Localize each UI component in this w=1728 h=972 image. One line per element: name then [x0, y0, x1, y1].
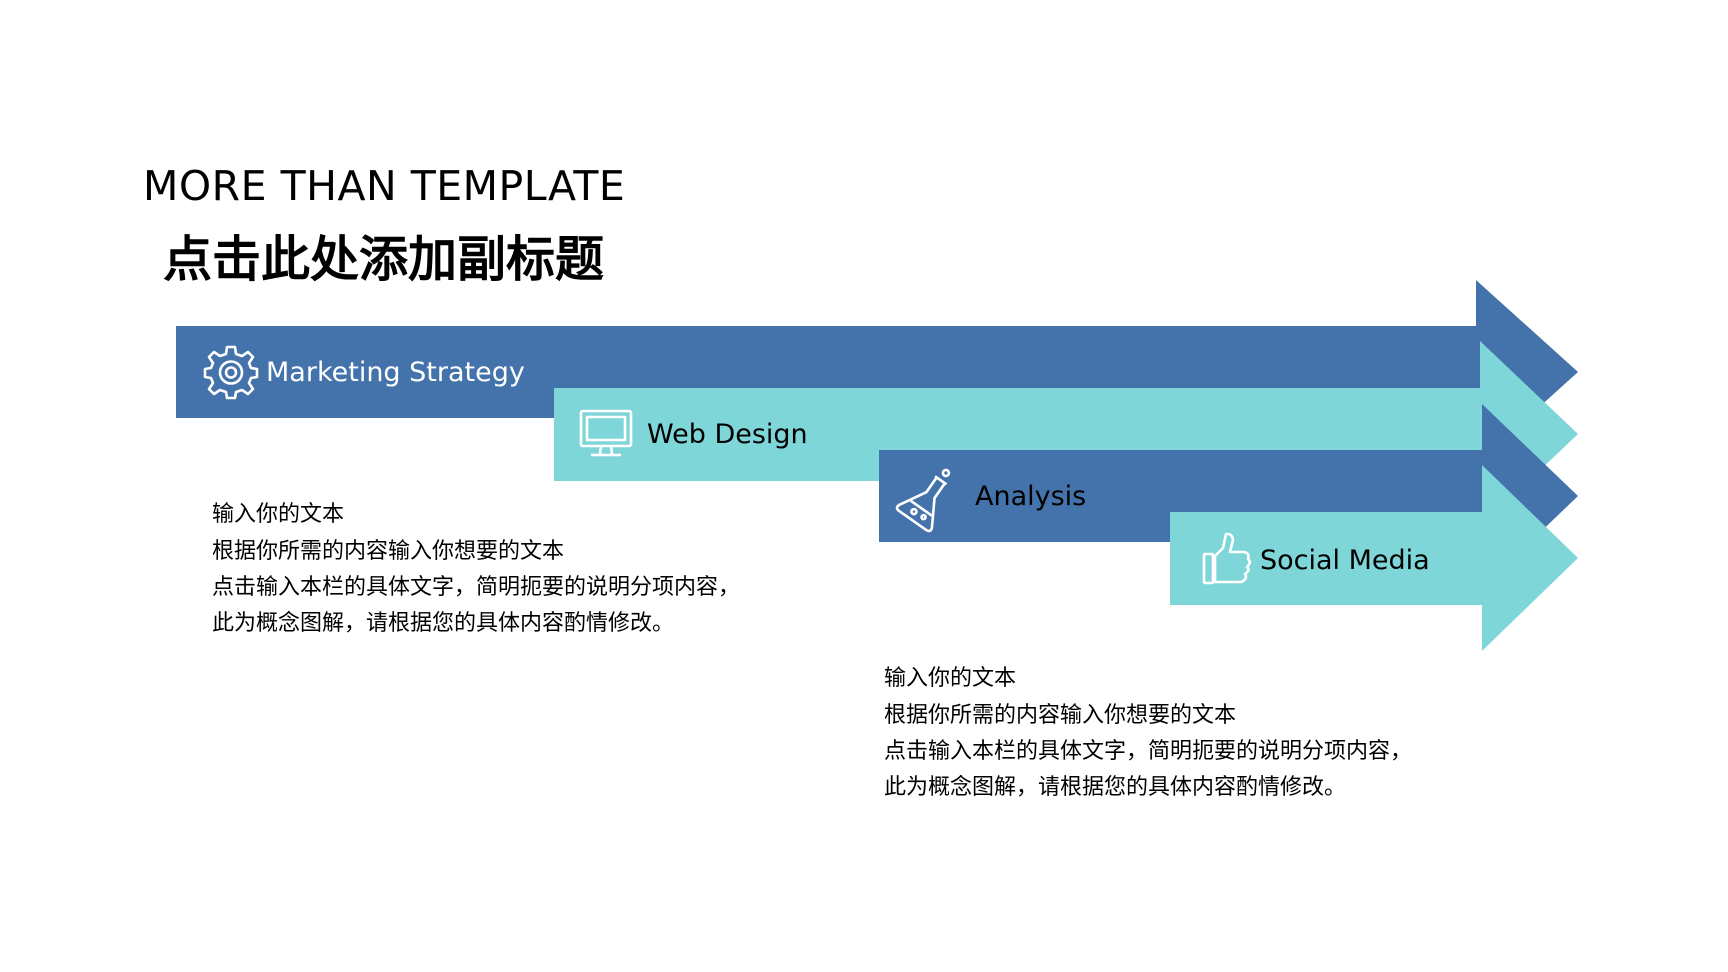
description-heading: 输入你的文本 — [212, 502, 345, 527]
description-line: 点击输入本栏的具体文字，简明扼要的说明分项内容， — [212, 575, 741, 600]
flask-icon — [895, 468, 951, 533]
step-label-web-design: Web Design — [647, 419, 808, 450]
page-subtitle: 点击此处添加副标题 — [163, 231, 605, 288]
description-line: 根据你所需的内容输入你想要的文本 — [884, 703, 1237, 728]
gear-icon — [203, 345, 259, 400]
description-line: 点击输入本栏的具体文字，简明扼要的说明分项内容， — [884, 739, 1413, 764]
description-line: 此为概念图解，请根据您的具体内容酌情修改。 — [212, 611, 675, 636]
step-label-marketing-strategy: Marketing Strategy — [266, 357, 525, 388]
description-block-1: 输入你的文本 根据你所需的内容输入你想要的文本 点击输入本栏的具体文字，简明扼要… — [212, 496, 740, 642]
arrow-social-media — [1170, 465, 1578, 651]
step-label-analysis: Analysis — [975, 481, 1086, 512]
arrow-shape-social-media — [1170, 465, 1578, 651]
page-title: MORE THAN TEMPLATE — [143, 162, 626, 210]
description-line: 此为概念图解，请根据您的具体内容酌情修改。 — [884, 775, 1347, 800]
description-block-2: 输入你的文本 根据你所需的内容输入你想要的文本 点击输入本栏的具体文字，简明扼要… — [884, 660, 1412, 806]
description-line: 根据你所需的内容输入你想要的文本 — [212, 539, 565, 564]
monitor-icon — [579, 409, 633, 457]
step-label-social-media: Social Media — [1260, 545, 1430, 576]
thumbs-up-icon — [1202, 532, 1252, 585]
description-heading: 输入你的文本 — [884, 666, 1017, 691]
